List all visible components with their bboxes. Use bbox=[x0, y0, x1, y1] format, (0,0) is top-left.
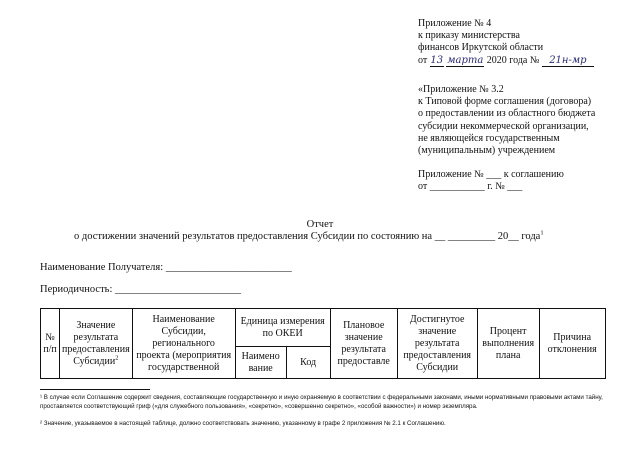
header-cell-subsidy-name: Наименование Субсидии, регионального про… bbox=[131, 308, 236, 379]
header-cell-planned: Плановое значение результата предоставле bbox=[329, 308, 398, 379]
annex-line: (муниципальным) учреждением bbox=[418, 145, 556, 157]
agreement-reference: Приложение № ___ к соглашению от _______… bbox=[418, 169, 633, 193]
report-title: Отчет bbox=[306, 219, 334, 230]
annex-line: о предоставлении из областного бюджета bbox=[418, 108, 596, 120]
footnote-divider bbox=[40, 389, 150, 390]
appendix-block: Приложение № 4 к приказу министерства фи… bbox=[418, 18, 633, 67]
results-table: № п/п Значение результата предоставления… bbox=[40, 308, 606, 379]
footnote-ref-2: 2 bbox=[115, 354, 119, 362]
agreement-ref-line-1: Приложение № ___ к соглашению bbox=[418, 169, 564, 180]
appendix-line-1: Приложение № 4 bbox=[418, 18, 492, 29]
header-cell-reason: Причина отклонения bbox=[538, 308, 606, 379]
header-cell-unit: Единица измерения по ОКЕИ bbox=[234, 308, 331, 347]
handwritten-day: 13 bbox=[429, 54, 444, 67]
header-unit-code-text: Код bbox=[300, 356, 317, 368]
footnote-2: ² Значение, указываемое в настоящей табл… bbox=[40, 420, 446, 427]
periodicity-field: Периодичность: ________________________ bbox=[40, 284, 242, 295]
header-cell-number: № п/п bbox=[40, 308, 60, 379]
recipient-field: Наименование Получателя: _______________… bbox=[40, 262, 292, 273]
annex-line: не являющейся государственным bbox=[418, 132, 560, 144]
appendix-line-2: к приказу министерства bbox=[418, 30, 520, 42]
header-cell-result-value: Значение результата предоставления Субси… bbox=[59, 308, 133, 379]
header-percent-text: Процент выполнения плана bbox=[482, 325, 535, 361]
header-number-text: № п/п bbox=[43, 331, 57, 355]
annex-line: субсидии некоммерческой организации, bbox=[418, 120, 589, 132]
header-reason-text: Причина отклонения bbox=[547, 331, 597, 355]
report-subtitle: о достижении значений результатов предос… bbox=[74, 229, 544, 242]
handwritten-order-number: 21н-мр bbox=[541, 55, 594, 67]
annex-block: «Приложение № 3.2 к Типовой форме соглаш… bbox=[418, 84, 633, 157]
handwritten-month: марта bbox=[446, 54, 485, 67]
header-cell-unit-name: Наимено вание bbox=[234, 346, 287, 379]
date-prefix: от bbox=[418, 54, 428, 66]
header-result-value-label: Значение результата предоставления Субси… bbox=[62, 319, 130, 367]
date-year-text: 2020 года № bbox=[486, 54, 540, 66]
annex-line: «Приложение № 3.2 bbox=[418, 84, 504, 95]
header-subsidy-name-text: Наименование Субсидии, регионального про… bbox=[136, 313, 232, 373]
annex-line: к Типовой форме соглашения (договора) bbox=[418, 96, 592, 108]
footnote-1: ¹ В случае если Соглашение содержит свед… bbox=[40, 394, 603, 410]
header-unit-text: Единица измерения по ОКЕИ bbox=[240, 315, 325, 339]
header-unit-name-text: Наимено вание bbox=[241, 350, 280, 374]
footnote-ref-1: 1 bbox=[540, 229, 544, 237]
header-result-value-text: Значение результата предоставления Субси… bbox=[62, 320, 130, 368]
agreement-ref-line-2: от ___________ г. № ___ bbox=[418, 181, 523, 193]
appendix-date-line: от 13 марта 2020 года № 21н-мр bbox=[418, 55, 633, 67]
appendix-line-3: финансов Иркутской области bbox=[418, 42, 544, 54]
header-cell-percent: Процент выполнения плана bbox=[476, 308, 540, 379]
report-subtitle-text: о достижении значений результатов предос… bbox=[74, 231, 541, 242]
header-cell-achieved: Достигнутое значение результата предоста… bbox=[396, 308, 478, 379]
header-achieved-text: Достигнутое значение результата предоста… bbox=[403, 313, 472, 373]
header-planned-text: Плановое значение результата предоставле bbox=[337, 319, 390, 367]
header-cell-unit-code: Код bbox=[285, 346, 331, 379]
